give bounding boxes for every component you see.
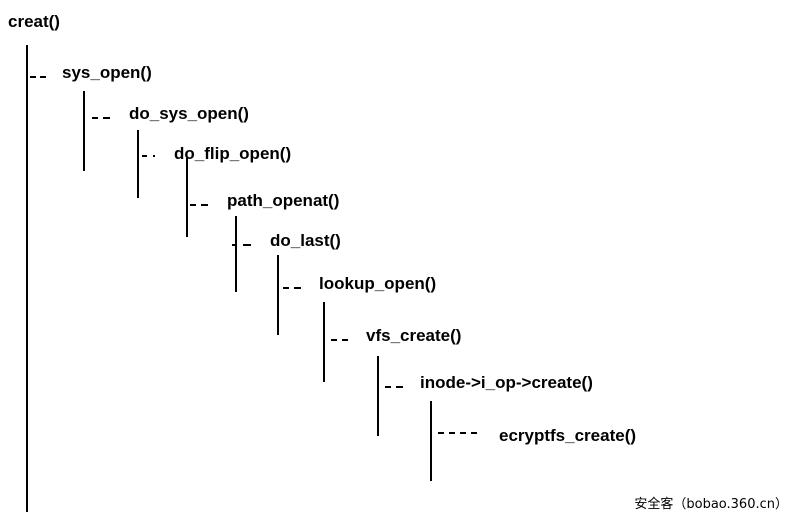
node-vfs-create: vfs_create() bbox=[366, 326, 462, 345]
connector-vertical-sys-open bbox=[83, 91, 85, 171]
connector-dash-do-flip-open-1 bbox=[142, 155, 147, 157]
connector-dash-lookup-open-2 bbox=[294, 287, 301, 289]
connector-dash-do-sys-open-1 bbox=[92, 117, 98, 119]
connector-dash-do-last-1 bbox=[232, 244, 236, 246]
node-do-last: do_last() bbox=[270, 231, 341, 250]
connector-vertical-inode-create bbox=[430, 401, 432, 481]
connector-dash-ecryptfs-create-3 bbox=[460, 432, 466, 434]
connector-dash-vfs-create-1 bbox=[331, 339, 337, 341]
connector-vertical-lookup-open bbox=[323, 302, 325, 382]
node-inode-create: inode->i_op->create() bbox=[420, 373, 593, 392]
connector-dash-lookup-open-1 bbox=[283, 287, 289, 289]
node-do-flip-open: do_flip_open() bbox=[174, 144, 292, 163]
connector-dash-ecryptfs-create-1 bbox=[438, 432, 444, 434]
node-sys-open: sys_open() bbox=[62, 63, 152, 82]
node-creat: creat() bbox=[8, 12, 60, 31]
connector-vertical-root bbox=[26, 45, 28, 512]
node-ecryptfs-create: ecryptfs_create() bbox=[499, 426, 637, 445]
connector-dash-path-openat-2 bbox=[201, 204, 208, 206]
connector-vertical-path-openat bbox=[235, 216, 237, 292]
connector-dash-path-openat-1 bbox=[190, 204, 196, 206]
connector-dash-inode-create-1 bbox=[385, 386, 391, 388]
watermark: 安全客（bobao.360.cn） bbox=[634, 497, 788, 512]
connector-vertical-do-last bbox=[277, 255, 279, 335]
connector-vertical-vfs-create bbox=[377, 356, 379, 436]
connector-dash-inode-create-2 bbox=[396, 386, 403, 388]
connector-dash-ecryptfs-create-4 bbox=[471, 432, 477, 434]
node-path-openat: path_openat() bbox=[227, 191, 340, 210]
connector-dot-do-flip-open bbox=[153, 155, 155, 157]
connector-dash-sys-open-1 bbox=[30, 76, 36, 78]
node-do-sys-open: do_sys_open() bbox=[129, 104, 249, 123]
connector-dash-do-sys-open-2 bbox=[103, 117, 110, 119]
node-lookup-open: lookup_open() bbox=[319, 274, 437, 293]
connector-dash-vfs-create-2 bbox=[342, 339, 348, 341]
connector-dash-ecryptfs-create-2 bbox=[449, 432, 455, 434]
connector-dash-do-last-2 bbox=[243, 244, 251, 246]
connector-dash-sys-open-2 bbox=[40, 76, 46, 78]
connector-vertical-do-flip-open bbox=[186, 158, 188, 237]
connector-vertical-do-sys-open bbox=[137, 130, 139, 198]
